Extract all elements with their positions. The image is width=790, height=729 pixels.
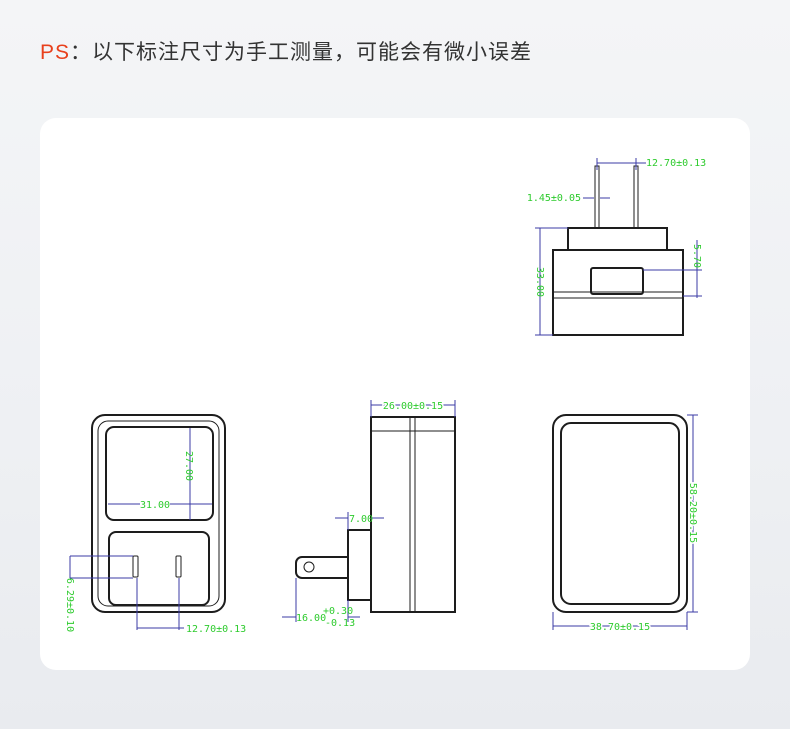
side-body-depth-label: 26.00±0.15: [383, 401, 443, 412]
front-view: 27.00 31.00 6.29±0.10 12.70±0.13: [64, 414, 246, 635]
note-prefix: PS: [40, 41, 71, 64]
back-height-label: 58.20±0.15: [687, 483, 698, 543]
measurement-note: PS：以下标注尺寸为手工测量，可能会有微小误差: [40, 36, 532, 66]
side-view: 26.00±0.15 7.00 16.00 +0.30 -0.13: [282, 400, 456, 629]
note-text: ：以下标注尺寸为手工测量，可能会有微小误差: [70, 40, 533, 64]
side-pin-tol-minus: -0.13: [325, 618, 355, 629]
top-depth-label: 33.00: [534, 267, 545, 297]
side-base-depth-label: 7.00: [349, 514, 373, 525]
back-view: 58.20±0.15 38.70±0.15: [552, 414, 700, 635]
front-window-height-label: 27.00: [183, 451, 194, 481]
drawing-card: [40, 118, 750, 670]
top-view: 12.70±0.13 1.45±0.05 33.00 5.70: [527, 158, 706, 336]
top-pin-thickness-label: 1.45±0.05: [527, 193, 581, 204]
front-slot-spacing-label: 12.70±0.13: [186, 624, 246, 635]
side-pin-length-label: 16.00: [296, 613, 326, 624]
top-pin-spacing-label: 12.70±0.13: [646, 158, 706, 169]
front-window-width-label: 31.00: [140, 500, 170, 511]
side-pin-tol-plus: +0.30: [323, 606, 353, 617]
back-width-label: 38.70±0.15: [590, 622, 650, 633]
front-slot-offset-label: 6.29±0.10: [64, 578, 75, 632]
top-window-height-label: 5.70: [691, 244, 702, 268]
